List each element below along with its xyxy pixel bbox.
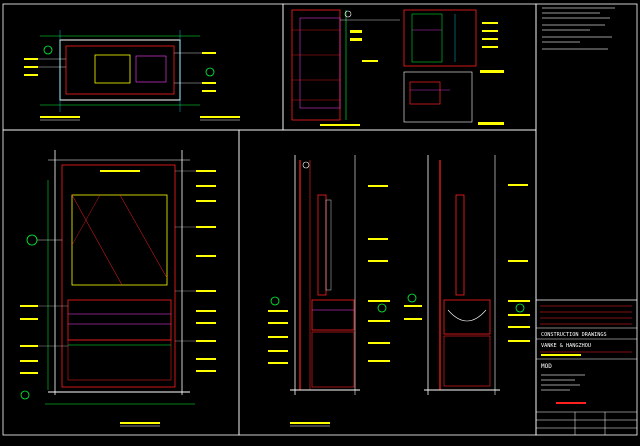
detail-view-top-c[interactable] [403,71,504,125]
notes-block [542,7,615,50]
sheet-frames [2,3,638,436]
section-view-bottom-a[interactable] [268,155,390,427]
section-view-bottom-b[interactable] [404,155,530,395]
title-block-company: MOD [541,363,552,370]
title-block-heading: CONSTRUCTION DRAWINGS [541,332,607,338]
section-view-top-b[interactable] [403,9,504,73]
title-block-project: VANKE & HANGZHOU [541,343,591,349]
plan-view-vanity[interactable] [24,30,240,121]
title-block: CONSTRUCTION DRAWINGS VANKE & HANGZHOU M… [536,305,637,435]
section-view-top-a[interactable] [291,9,400,126]
elevation-view-main[interactable] [20,150,216,427]
